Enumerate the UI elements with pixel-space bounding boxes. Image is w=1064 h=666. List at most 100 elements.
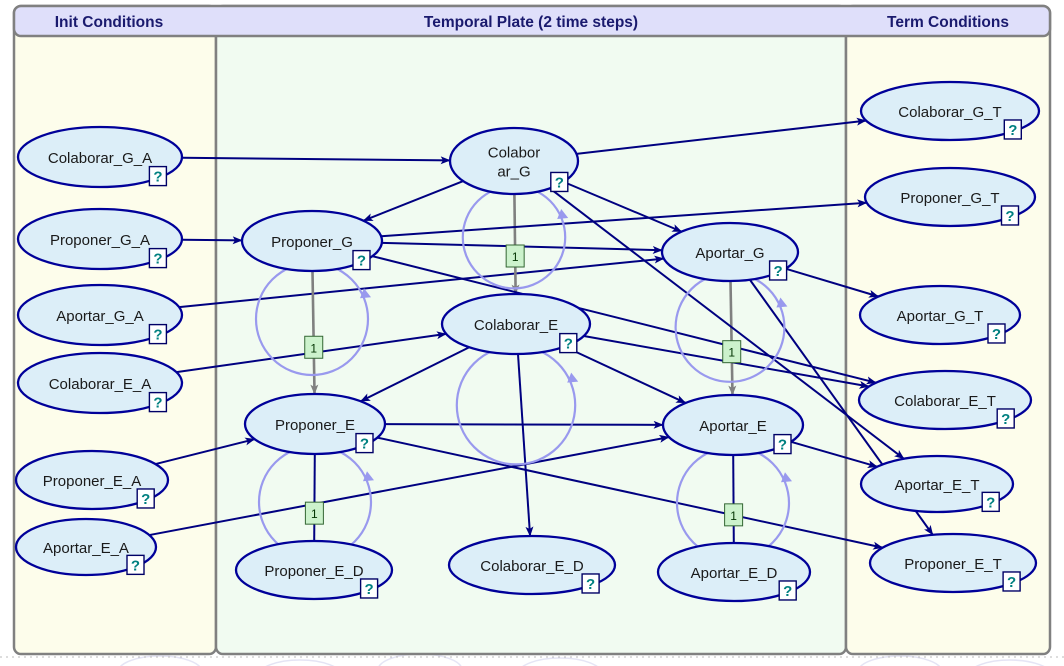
panel-header-band	[12, 4, 1052, 38]
selfloop-arrow-Colaborar_G	[557, 209, 569, 220]
edge-order-badge[interactable]: 1	[724, 503, 744, 527]
edge-Proponer_E-to-Aportar_E[interactable]	[384, 420, 664, 429]
node-Proponer_E_A[interactable]: Proponer_E_A?	[14, 449, 170, 511]
node-Aportar_E_D[interactable]: Aportar_E_D?	[656, 541, 812, 603]
question-icon[interactable]: ?	[559, 332, 578, 354]
question-icon[interactable]: ?	[581, 573, 600, 594]
question-icon[interactable]: ?	[1003, 119, 1022, 140]
edge-Aportar_E_A-to-Aportar_E[interactable]	[149, 434, 670, 537]
question-icon[interactable]: ?	[773, 433, 792, 455]
question-icon-glyph: ?	[1007, 574, 1016, 591]
edge-Colaborar_G_A-to-Colaborar_G[interactable]	[181, 156, 451, 165]
edge-Proponer_E_A-to-Proponer_E[interactable]	[155, 437, 256, 466]
node-layer: Colaborar_G_A?Proponer_G_A?Aportar_G_A?C…	[14, 80, 1041, 603]
edge-Proponer_E-to-Proponer_E_D[interactable]	[313, 453, 316, 542]
canvas-ghost-content	[119, 653, 1045, 666]
question-icon[interactable]: ?	[996, 408, 1015, 429]
question-icon[interactable]: ?	[778, 580, 797, 601]
node-Colaborar_E_A[interactable]: Colaborar_E_A?	[16, 351, 184, 415]
selfloop-arrow-Aportar_G	[776, 297, 788, 308]
question-icon[interactable]: ?	[148, 391, 168, 413]
selfloop-arrow-Proponer_E	[363, 471, 374, 482]
node-Aportar_E[interactable]: Aportar_E?	[661, 393, 805, 457]
edge-Colaborar_G-to-Proponer_G[interactable]	[362, 180, 464, 222]
node-Colaborar_G_A[interactable]: Colaborar_G_A?	[16, 125, 184, 189]
edge-Colaborar_E-to-Proponer_E[interactable]	[360, 346, 470, 403]
node-Aportar_E_T[interactable]: Aportar_E_T?	[859, 454, 1015, 514]
panel-title-2: Term Conditions	[887, 14, 1009, 31]
question-icon[interactable]: ?	[126, 554, 145, 576]
node-label: Aportar_G	[695, 245, 764, 262]
edge-Aportar_E-to-Aportar_E_T[interactable]	[790, 440, 878, 468]
edge-Colaborar_G-to-Colaborar_E[interactable]	[511, 193, 520, 295]
node-label: Aportar_G_T	[897, 308, 984, 325]
node-label: Aportar_E_A	[43, 540, 129, 557]
node-label: Colaborar_E	[474, 317, 558, 334]
node-label: Aportar_G_A	[56, 308, 144, 325]
node-Aportar_G[interactable]: Aportar_G?	[660, 221, 800, 283]
node-Aportar_E_A[interactable]: Aportar_E_A?	[14, 517, 158, 577]
node-label: Aportar_E	[699, 418, 767, 435]
node-Proponer_G[interactable]: Proponer_G?	[240, 209, 384, 273]
edge-order-badge[interactable]: 1	[304, 501, 324, 525]
edge-Aportar_G-to-Aportar_E[interactable]	[728, 280, 737, 396]
node-label: Colaborar_E_T	[894, 393, 996, 410]
node-Colaborar_G[interactable]: Colaborar_G?	[448, 126, 580, 196]
question-icon-glyph: ?	[1005, 208, 1014, 225]
edge-order-badge[interactable]: 1	[722, 340, 742, 364]
edge-Colaborar_E-to-Aportar_E[interactable]	[564, 345, 687, 404]
node-label: Aportar_E_D	[691, 565, 778, 582]
question-icon-glyph: ?	[992, 326, 1001, 343]
edge-order-badge[interactable]: 1	[304, 335, 324, 359]
node-Proponer_E_D[interactable]: Proponer_E_D?	[234, 539, 394, 601]
question-icon-glyph: ?	[357, 253, 366, 270]
node-label: Colaborar_G_T	[898, 104, 1001, 121]
node-Proponer_G_A[interactable]: Proponer_G_A?	[16, 207, 184, 271]
node-Colaborar_E_T[interactable]: Colaborar_E_T?	[857, 369, 1033, 431]
edge-Proponer_G-to-Proponer_G_T[interactable]	[381, 199, 868, 238]
node-Proponer_E[interactable]: Proponer_E?	[243, 392, 387, 456]
node-label: Colaborar_G_A	[48, 150, 152, 167]
question-icon[interactable]: ?	[355, 432, 374, 454]
node-Aportar_G_T[interactable]: Aportar_G_T?	[858, 284, 1022, 346]
question-icon[interactable]: ?	[768, 260, 788, 281]
selfloop-arrow-Proponer_G	[360, 288, 371, 299]
edge-Proponer_G-to-Proponer_E[interactable]	[310, 270, 319, 395]
question-icon[interactable]: ?	[981, 491, 1000, 513]
question-icon[interactable]: ?	[359, 578, 379, 599]
node-Colaborar_E_D[interactable]: Colaborar_E_D?	[447, 534, 617, 596]
edge-order-badge[interactable]: 1	[505, 244, 525, 268]
edge-Proponer_E-to-Proponer_E_T[interactable]	[377, 436, 884, 550]
question-icon-glyph: ?	[774, 263, 783, 280]
edge-Proponer_G-to-Colaborar_E_T[interactable]	[372, 255, 877, 385]
question-icon[interactable]: ?	[352, 249, 371, 271]
question-icon[interactable]: ?	[148, 247, 168, 269]
node-Aportar_G_A[interactable]: Aportar_G_A?	[16, 283, 184, 347]
edge-Colaborar_G-to-Colaborar_G_T[interactable]	[576, 117, 867, 155]
selfloop-arrow-Colaborar_E	[567, 372, 579, 383]
node-Colaborar_G_T[interactable]: Colaborar_G_T?	[859, 80, 1041, 142]
edge-Colaborar_E-to-Colaborar_E_D[interactable]	[516, 353, 534, 537]
edge-order-label: 1	[730, 509, 737, 523]
question-icon-glyph: ?	[778, 437, 787, 454]
edge-order-label: 1	[728, 346, 735, 360]
node-Colaborar_E[interactable]: Colaborar_E?	[440, 292, 592, 356]
edge-order-label: 1	[310, 341, 317, 355]
edge-Colaborar_G-to-Aportar_G[interactable]	[563, 180, 683, 233]
edge-Proponer_G_A-to-Proponer_G[interactable]	[181, 236, 243, 245]
question-icon[interactable]: ?	[987, 323, 1006, 344]
question-icon-glyph: ?	[365, 581, 374, 598]
question-icon-glyph: ?	[131, 557, 140, 574]
node-Proponer_E_T[interactable]: Proponer_E_T?	[868, 532, 1038, 594]
question-icon[interactable]: ?	[1002, 571, 1021, 592]
question-icon[interactable]: ?	[136, 488, 155, 509]
question-icon[interactable]: ?	[550, 171, 569, 193]
edge-Aportar_E-to-Aportar_E_D[interactable]	[732, 454, 735, 544]
question-icon[interactable]: ?	[1000, 205, 1020, 226]
node-Proponer_G_T[interactable]: Proponer_G_T?	[863, 166, 1037, 228]
edge-Aportar_G-to-Aportar_G_T[interactable]	[785, 267, 879, 298]
question-icon[interactable]: ?	[148, 323, 168, 345]
question-icon[interactable]: ?	[148, 165, 168, 187]
